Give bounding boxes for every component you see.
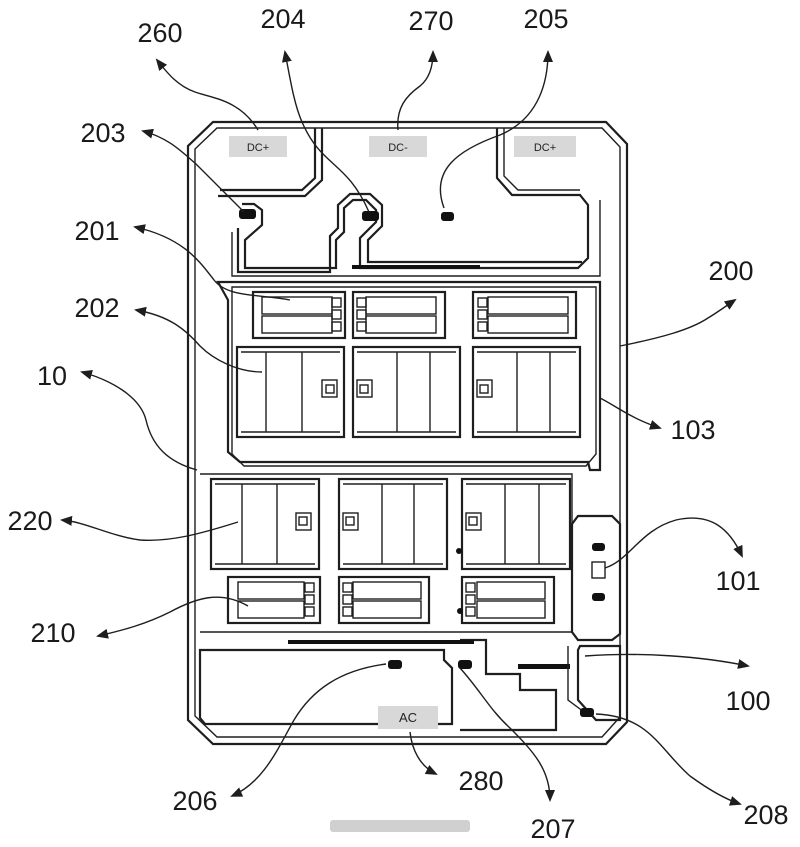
leader-205 — [439, 50, 553, 209]
terminal-dc-plus-left: DC+ — [229, 136, 287, 157]
reference-labels: 260 204 270 205 203 201 200 202 10 103 2… — [7, 4, 788, 844]
label-270: 270 — [408, 6, 453, 36]
leader-103 — [599, 397, 662, 430]
label-200: 200 — [708, 256, 753, 286]
leader-206 — [230, 663, 387, 797]
watermark-smudge — [330, 820, 470, 832]
leader-260 — [155, 58, 259, 131]
terminal-dc-plus-right: DC+ — [514, 136, 576, 157]
label-220: 220 — [7, 506, 52, 536]
leader-210 — [96, 596, 249, 639]
label-10: 10 — [37, 361, 67, 391]
upper-power-region — [216, 280, 602, 472]
leader-208 — [595, 713, 742, 806]
leader-280 — [409, 731, 438, 775]
leader-lines — [60, 50, 750, 806]
leader-204 — [281, 50, 370, 213]
leader-10 — [80, 369, 198, 471]
leader-207 — [459, 667, 555, 802]
label-201: 201 — [74, 216, 119, 246]
leader-270 — [397, 50, 438, 131]
dc-plus-left-text: DC+ — [247, 142, 269, 154]
label-208: 208 — [743, 800, 788, 830]
leader-202 — [134, 306, 263, 373]
leader-203 — [141, 128, 245, 213]
dc-plus-right-text: DC+ — [534, 142, 556, 154]
lower-power-region — [200, 473, 622, 642]
label-207: 207 — [530, 814, 575, 844]
label-260: 260 — [137, 18, 182, 48]
label-206: 206 — [172, 786, 217, 816]
leader-101 — [604, 517, 743, 569]
terminal-ac: AC — [378, 706, 438, 729]
label-210: 210 — [30, 618, 75, 648]
terminal-dc-minus: DC- — [369, 136, 427, 157]
label-101: 101 — [715, 566, 760, 596]
ac-text: AC — [399, 710, 417, 725]
leader-200 — [619, 298, 737, 347]
dc-minus-text: DC- — [388, 142, 408, 154]
label-103: 103 — [670, 415, 715, 445]
label-100: 100 — [725, 686, 770, 716]
label-203: 203 — [80, 118, 125, 148]
label-204: 204 — [260, 4, 305, 34]
upper-copper-layer — [218, 128, 601, 277]
label-202: 202 — [74, 293, 119, 323]
leader-201 — [133, 224, 291, 301]
label-280: 280 — [458, 766, 503, 796]
leader-220 — [60, 515, 239, 542]
label-205: 205 — [523, 4, 568, 34]
leader-100 — [584, 653, 750, 669]
substrate-frame — [186, 120, 629, 746]
bottom-copper-layer — [198, 638, 622, 732]
